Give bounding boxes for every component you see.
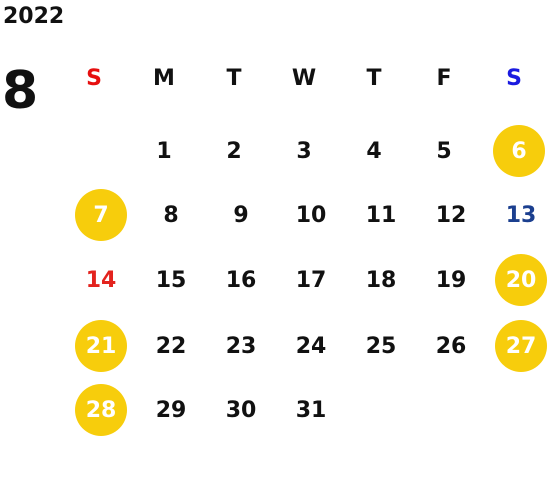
day-cell: 26: [435, 333, 467, 359]
week-row: 1 2 3 4 5 6: [68, 125, 548, 177]
week-row: 14 15 16 17 18 19 20: [68, 254, 548, 306]
day-cell: 12: [435, 202, 467, 228]
day-cell: 25: [365, 333, 397, 359]
day-cell: 23: [225, 333, 257, 359]
week-row: 28 29 30 31: [68, 384, 548, 436]
week-row: 7 8 9 10 11 12 13: [68, 189, 548, 241]
day-cell: 16: [225, 267, 257, 293]
day-cell-holiday: 21: [75, 320, 127, 372]
day-cell: 22: [155, 333, 187, 359]
year-label: 2022: [3, 4, 65, 29]
day-cell: 29: [155, 397, 187, 423]
day-cell: 17: [295, 267, 327, 293]
day-cell: 10: [295, 202, 327, 228]
day-cell-holiday: 28: [75, 384, 127, 436]
weekday-header-row: S M T W T F S: [68, 52, 548, 104]
day-cell: 18: [365, 267, 397, 293]
day-cell: 30: [225, 397, 257, 423]
weekday-monday: M: [153, 65, 175, 91]
day-cell-saturday: 13: [505, 202, 537, 228]
day-cell: 11: [365, 202, 397, 228]
day-cell: 31: [295, 397, 327, 423]
day-cell: 1: [156, 138, 172, 164]
weekday-thursday: T: [366, 65, 382, 91]
day-cell: 4: [366, 138, 382, 164]
weekday-saturday: S: [506, 65, 522, 91]
weekday-tuesday: T: [226, 65, 242, 91]
week-row: 21 22 23 24 25 26 27: [68, 320, 548, 372]
weekday-friday: F: [436, 65, 452, 91]
weekday-sunday: S: [86, 65, 102, 91]
day-cell: 9: [233, 202, 249, 228]
weekday-wednesday: W: [291, 65, 317, 91]
day-cell-empty: [68, 125, 120, 177]
day-cell-holiday: 20: [495, 254, 547, 306]
month-label: 8: [2, 61, 39, 121]
day-cell: 15: [155, 267, 187, 293]
day-cell-sunday: 14: [85, 267, 117, 293]
day-cell: 8: [163, 202, 179, 228]
day-cell: 3: [296, 138, 312, 164]
day-cell: 5: [436, 138, 452, 164]
day-cell: 19: [435, 267, 467, 293]
day-cell: 2: [226, 138, 242, 164]
day-cell-holiday: 6: [493, 125, 545, 177]
day-cell-holiday: 27: [495, 320, 547, 372]
day-cell: 24: [295, 333, 327, 359]
day-cell-holiday: 7: [75, 189, 127, 241]
